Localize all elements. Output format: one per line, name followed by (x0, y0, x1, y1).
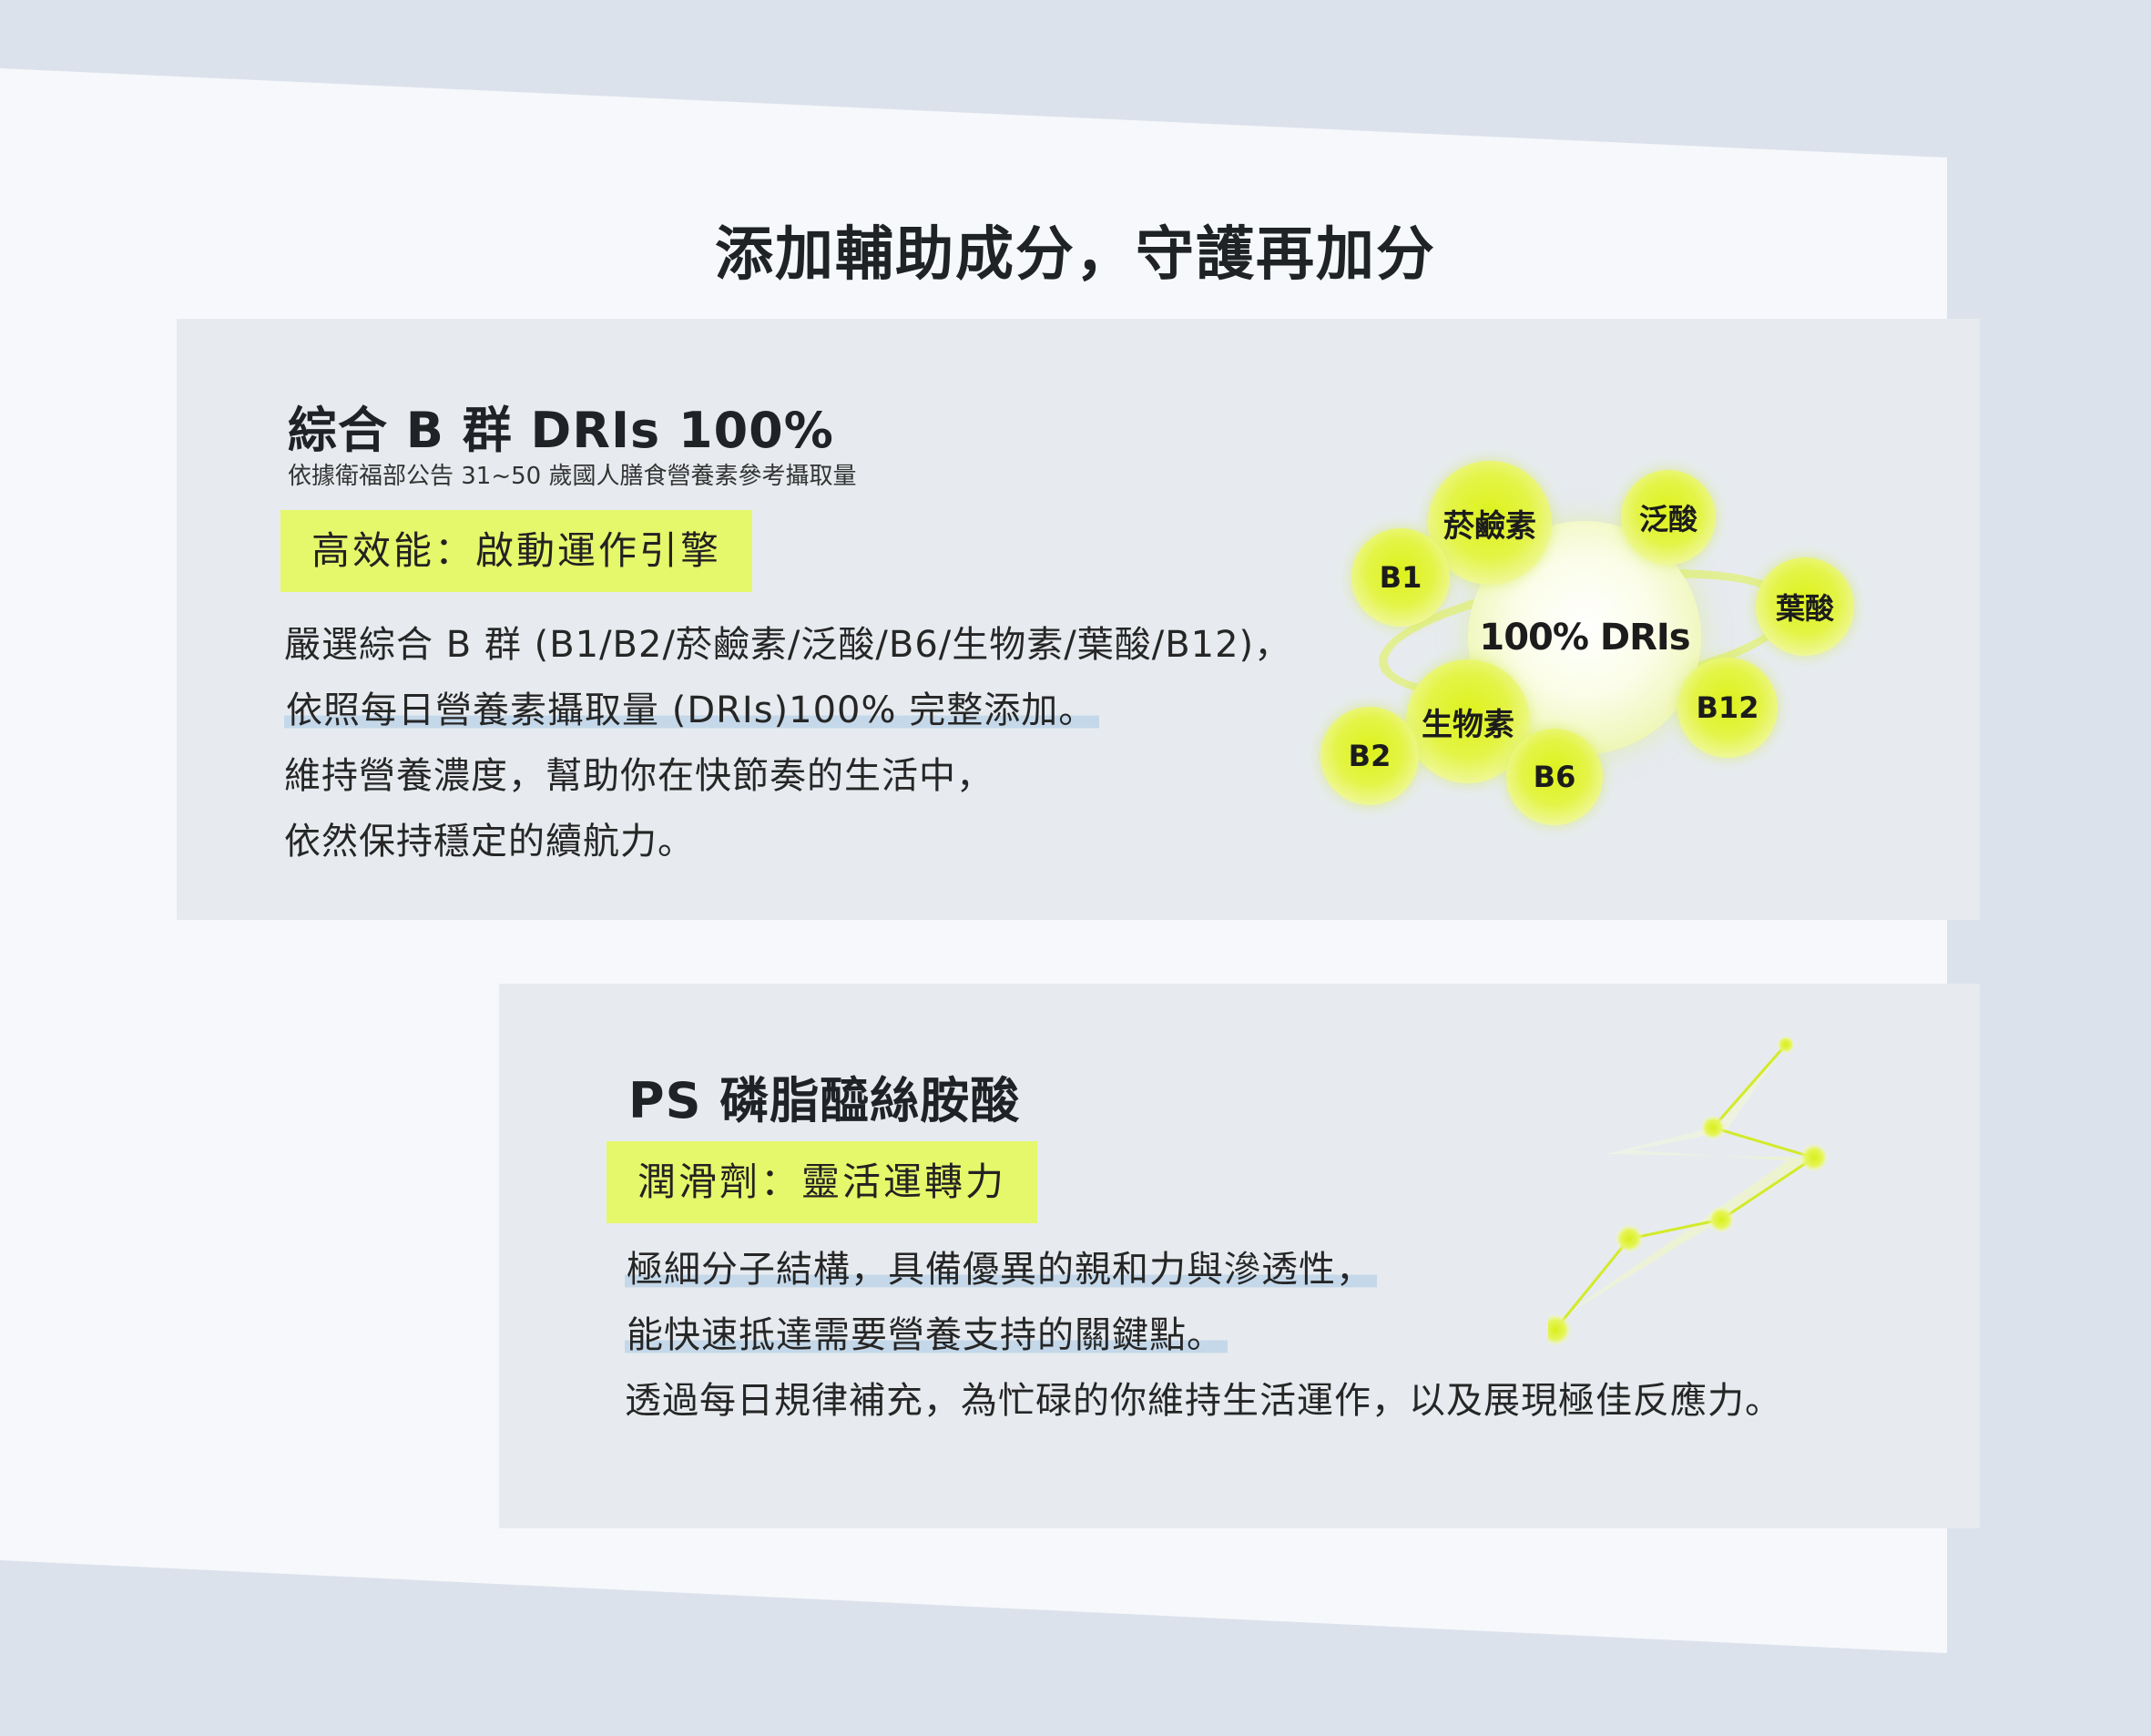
ps-line-1-highlight: 極細分子結構，具備優異的親和力與滲透性， (625, 1249, 1377, 1291)
b-complex-line-2: 依照每日營養素攝取量 (DRIs)100% 完整添加。 (284, 678, 1291, 743)
node-b2: B2 (1320, 707, 1419, 805)
node-niacin: 菸鹼素 (1428, 461, 1552, 585)
node-b6: B6 (1506, 729, 1603, 825)
b-complex-title: 綜合 B 群 DRIs 100% (288, 402, 834, 459)
bolt-dot-1 (1777, 1036, 1795, 1054)
lightning-bolt-icon (1548, 1036, 1829, 1346)
node-folic-acid: 葉酸 (1756, 557, 1854, 656)
b-complex-tag: 高效能：啟動運作引擎 (280, 510, 753, 592)
core-label: 100% DRIs (1479, 617, 1690, 659)
bolt-line (1552, 1044, 1818, 1333)
page-title: 添加輔助成分，守護再加分 (715, 221, 1436, 289)
node-b1: B1 (1351, 528, 1450, 627)
b-complex-subtitle: 依據衛福部公告 31~50 歲國人膳食營養素參考攝取量 (288, 463, 857, 490)
ps-title: PS 磷脂醯絲胺酸 (628, 1072, 1021, 1129)
b-complex-line-2-highlight: 依照每日營養素攝取量 (DRIs)100% 完整添加。 (284, 689, 1100, 731)
bolt-dot-6 (1548, 1313, 1572, 1346)
b-vitamin-molecule-diagram: 100% DRIs 菸鹼素 泛酸 B1 葉酸 B12 生物素 B2 B6 (1311, 455, 1876, 838)
bolt-dot-2 (1700, 1115, 1726, 1140)
ps-line-2: 能快速抵達需要營養支持的關鍵點。 (625, 1302, 1782, 1368)
b-complex-description: 嚴選綜合 B 群 (B1/B2/菸鹼素/泛酸/B6/生物素/葉酸/B12)， 依… (284, 612, 1291, 874)
node-b12: B12 (1677, 658, 1778, 758)
node-biotin: 生物素 (1406, 659, 1530, 783)
bolt-dot-3 (1799, 1143, 1829, 1172)
b-complex-line-1: 嚴選綜合 B 群 (B1/B2/菸鹼素/泛酸/B6/生物素/葉酸/B12)， (284, 624, 1292, 666)
ps-line-3: 透過每日規律補充，為忙碌的你維持生活運作，以及展現極佳反應力。 (625, 1380, 1782, 1422)
bolt-dot-4 (1708, 1206, 1735, 1233)
b-complex-line-4: 依然保持穩定的續航力。 (284, 821, 695, 863)
node-pantothenic-acid: 泛酸 (1621, 470, 1716, 565)
ps-line-1: 極細分子結構，具備優異的親和力與滲透性， (625, 1237, 1782, 1302)
b-complex-line-3: 維持營養濃度，幫助你在快節奏的生活中， (284, 755, 994, 797)
ps-description: 極細分子結構，具備優異的親和力與滲透性， 能快速抵達需要營養支持的關鍵點。 透過… (625, 1237, 1782, 1434)
bolt-shape (1548, 1045, 1814, 1326)
bolt-dot-5 (1615, 1224, 1644, 1253)
ps-line-2-highlight: 能快速抵達需要營養支持的關鍵點。 (625, 1314, 1228, 1356)
ps-tag: 潤滑劑：靈活運轉力 (607, 1141, 1038, 1223)
